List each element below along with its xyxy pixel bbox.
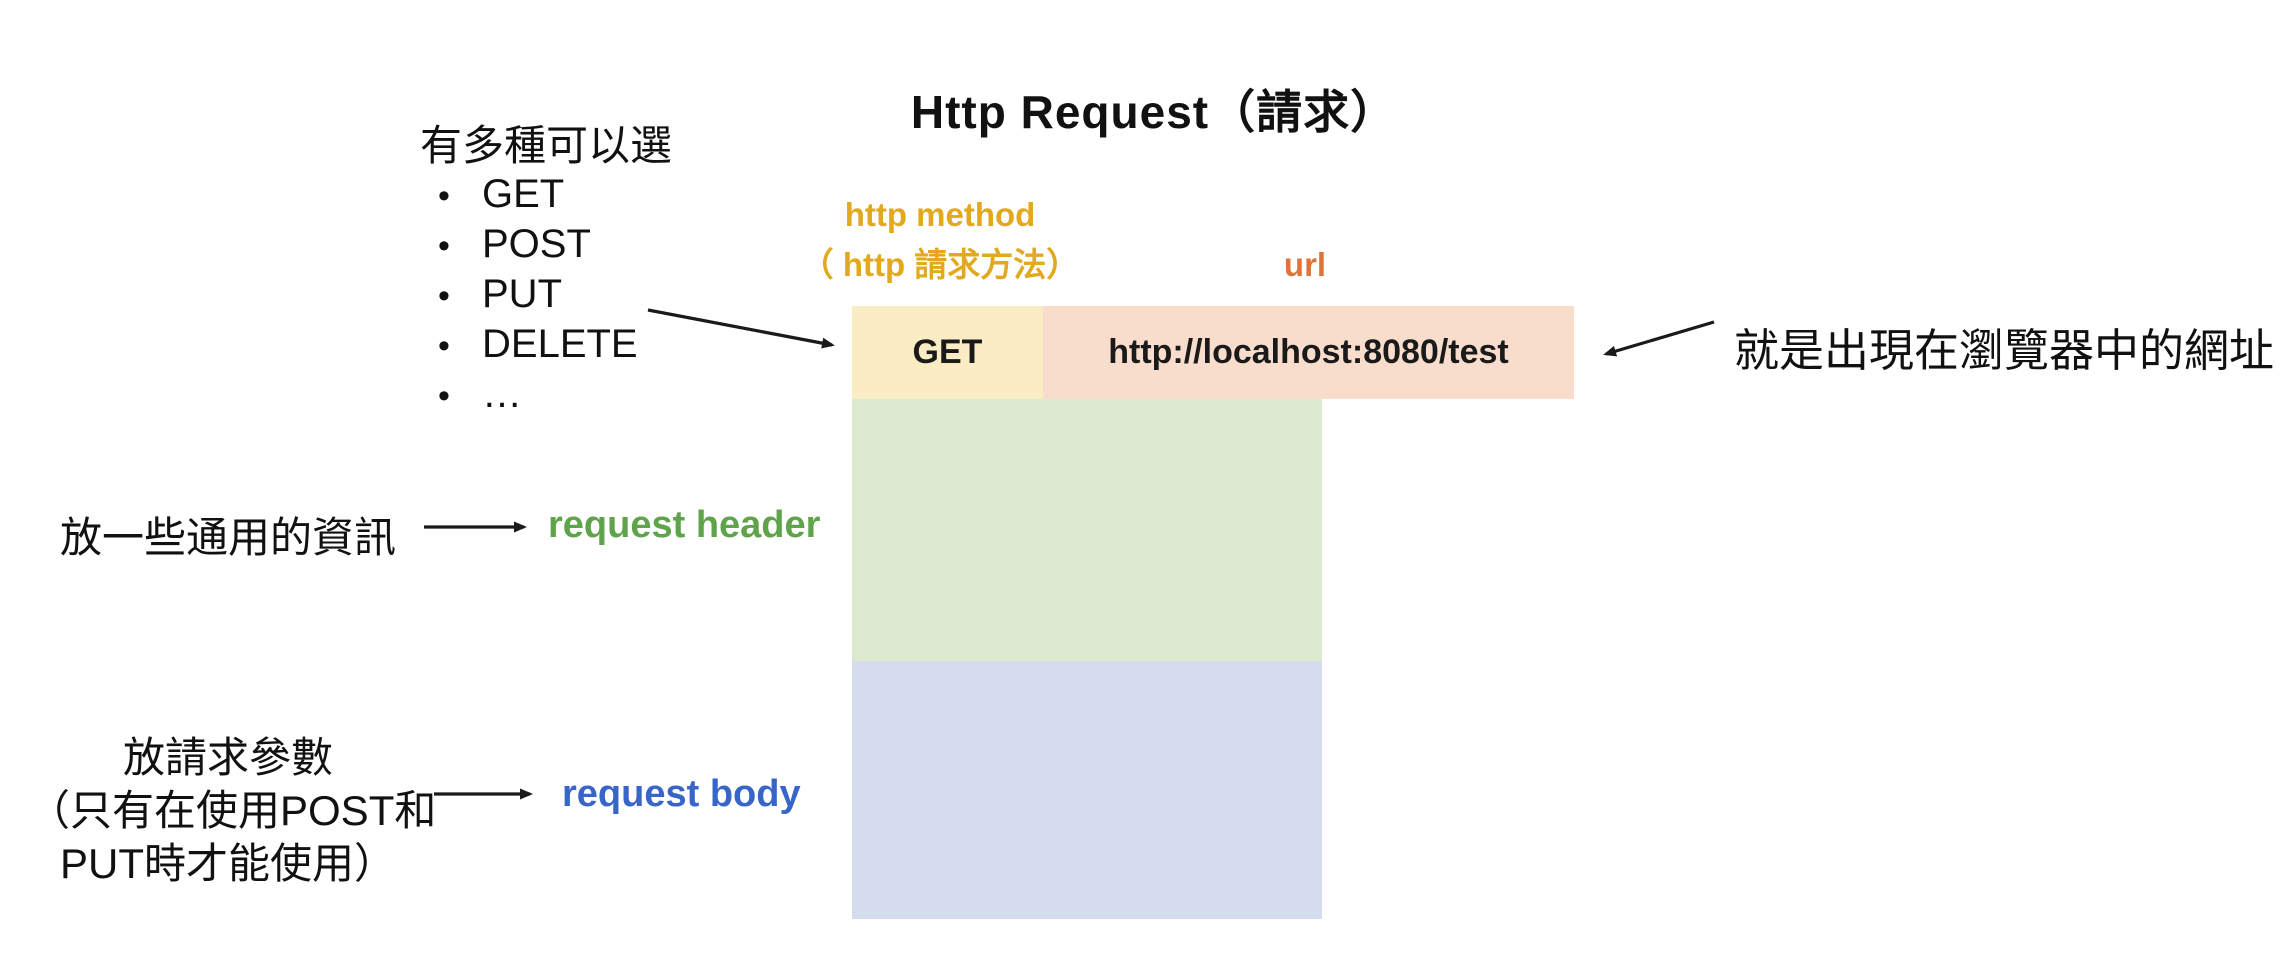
list-item: • DELETE [438, 320, 638, 370]
method-option-ellipsis: … [482, 372, 522, 416]
list-item: • POST [438, 220, 638, 270]
request-header-label: request header [548, 504, 821, 546]
body-annotation-line3: PUT時才能使用） [59, 840, 396, 887]
bullet-icon: • [438, 227, 450, 265]
url-arrow [1603, 320, 1715, 357]
url-annotation: 就是出現在瀏覽器中的網址 [1734, 325, 2275, 376]
method-arrow [647, 308, 835, 349]
diagram-title: Http Request（請求） [910, 86, 1398, 138]
http-method-label-line1: http method [844, 196, 1036, 233]
body-annotation-line1: 放請求參數 [122, 734, 333, 781]
list-item: • GET [438, 170, 638, 220]
bullet-icon: • [438, 377, 450, 415]
url-value-box: http://localhost:8080/test [1043, 306, 1574, 399]
body-annotation-line2: （只有在使用POST和 [28, 787, 437, 834]
url-value: http://localhost:8080/test [1108, 333, 1509, 371]
method-options-heading: 有多種可以選 [420, 122, 673, 169]
method-option-delete: DELETE [482, 322, 638, 366]
http-method-label-line2: （ http 請求方法） [800, 246, 1080, 283]
url-label: url [1283, 246, 1327, 283]
body-annotation: 放請求參數 （只有在使用POST和 PUT時才能使用） [28, 731, 437, 890]
bullet-icon: • [438, 327, 450, 365]
header-annotation: 放一些通用的資訊 [60, 514, 397, 561]
list-item: • PUT [438, 270, 638, 320]
method-option-post: POST [482, 222, 591, 266]
request-header-box [852, 399, 1322, 661]
method-option-get: GET [482, 172, 565, 216]
bullet-icon: • [438, 277, 450, 315]
bullet-icon: • [438, 177, 450, 215]
request-body-label: request body [562, 773, 801, 815]
list-item: • … [438, 370, 638, 420]
http-method-label: http method （ http 請求方法） [740, 190, 1140, 290]
request-body-box [852, 661, 1322, 919]
method-options-list: • GET • POST • PUT • DELETE • … [438, 170, 638, 420]
method-value: GET [912, 333, 983, 371]
method-option-put: PUT [482, 272, 562, 316]
method-value-box: GET [852, 306, 1043, 399]
